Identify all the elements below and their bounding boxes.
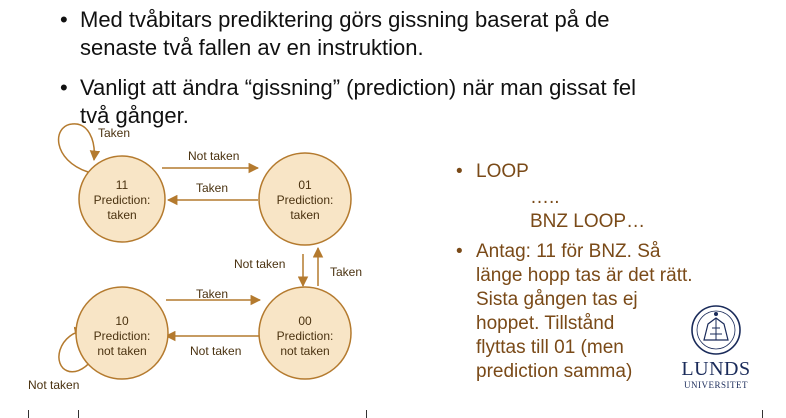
divider — [366, 410, 367, 418]
state-label: Prediction: — [94, 193, 151, 207]
label-11-01: Not taken — [188, 149, 239, 163]
university-logo: LUNDS UNIVERSITET — [676, 304, 756, 394]
logo-subtitle: UNIVERSITET — [684, 380, 748, 390]
bullet-dot: • — [60, 7, 68, 32]
state-label: not taken — [280, 344, 329, 358]
state-10: 10 Prediction: not taken — [75, 286, 169, 380]
note-line: Antag: 11 för BNZ. Så — [476, 241, 661, 262]
bullet-line: två gånger. — [80, 103, 189, 128]
divider — [28, 410, 29, 418]
label-00-01: Taken — [330, 265, 362, 279]
note-line: hoppet. Tillstånd — [476, 313, 615, 334]
edge-self-10 — [58, 326, 93, 373]
state-label: Prediction: — [277, 329, 334, 343]
logo-name: LUNDS — [681, 358, 751, 380]
label-self-11: Taken — [98, 126, 130, 140]
label-10-00: Taken — [196, 287, 228, 301]
state-label: Prediction: — [94, 329, 151, 343]
label-self-10: Not taken — [28, 378, 79, 392]
state-diagram: Taken Not taken Taken Not taken Taken Ta… — [28, 123, 362, 392]
divider — [762, 410, 763, 418]
loop-label: LOOP — [476, 161, 529, 182]
state-00: 00 Prediction: not taken — [258, 286, 352, 380]
edge-self-11 — [57, 123, 101, 173]
note-line: länge hopp tas är det rätt. — [476, 265, 693, 286]
bullet-dot: • — [456, 241, 463, 262]
state-label: 10 — [115, 314, 129, 328]
note-line: flyttas till 01 (men — [476, 337, 624, 358]
label-00-10: Not taken — [190, 344, 241, 358]
state-01: 01 Prediction: taken — [258, 152, 352, 246]
seal-icon — [691, 305, 741, 355]
state-label: 11 — [116, 178, 129, 192]
bullet-line: Med tvåbitars prediktering görs gissning… — [80, 7, 610, 32]
state-label: taken — [290, 208, 319, 222]
bullet-dot: • — [60, 75, 68, 100]
note-line: prediction samma) — [476, 361, 633, 382]
note-line: Sista gången tas ej — [476, 289, 638, 310]
bullet-line: Vanligt att ändra “gissning” (prediction… — [80, 75, 636, 100]
loop-ellipsis: ….. — [530, 187, 560, 208]
state-11: 11 Prediction: taken — [78, 155, 166, 243]
divider — [78, 410, 79, 418]
bullet-dot: • — [456, 161, 463, 182]
state-label: 00 — [298, 314, 312, 328]
state-label: 01 — [298, 178, 312, 192]
bnz-instruction: BNZ LOOP… — [530, 211, 646, 232]
bullet-line: senaste två fallen av en instruktion. — [80, 35, 424, 60]
label-01-11: Taken — [196, 181, 228, 195]
state-label: taken — [107, 208, 136, 222]
state-label: not taken — [97, 344, 146, 358]
label-01-00: Not taken — [234, 257, 285, 271]
state-label: Prediction: — [277, 193, 334, 207]
